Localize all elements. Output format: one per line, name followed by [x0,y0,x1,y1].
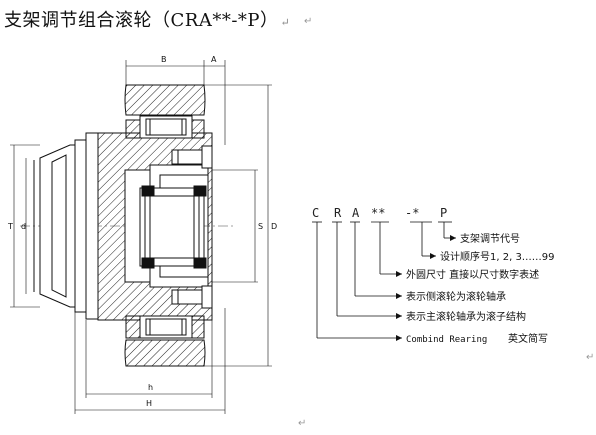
outer-roller-bottom [124,315,206,367]
side-roller [139,185,207,269]
adjust-bolts [171,145,213,309]
code-stars: ** [371,206,385,220]
arrowheads [396,235,456,341]
return-mark-2: ↵ [586,352,595,363]
code-dash-star: -* [405,206,419,220]
return-mark: ↵ [280,16,291,29]
page-title: 支架调节组合滚轮（CRA**-*P）↵ [4,6,290,32]
dimension-lines [10,60,272,414]
legend-p: 支架调节代号 [460,233,520,245]
dim-H: H [146,399,152,408]
outer-roller-top [124,84,206,139]
title-text: 支架调节组合滚轮（CRA**-*P） [4,10,279,31]
leader-lines [312,221,456,339]
dim-d: d [21,222,26,231]
dim-B: B [161,55,167,64]
legend-r: 表示主滚轮轴承为滚子结构 [406,310,526,323]
code-R: R [334,206,342,220]
legend-od: 外圆尺寸 直接以尺寸数字表述 [406,268,539,281]
dim-T: T [7,222,13,231]
legend-c-cn: 英文简写 [508,332,548,345]
code-A: A [352,206,360,220]
dim-D: D [271,222,277,231]
legend-a: 表示侧滚轮为滚轮轴承 [406,290,506,303]
dim-h: h [148,383,153,392]
return-mark-3: ↵ [298,418,307,429]
left-flange [33,144,76,308]
code-P: P [440,206,447,220]
dim-S: S [258,222,263,231]
return-mark-1: ↵ [304,16,313,27]
legend-seq: 设计顺序号1, 2, 3……99 [440,250,555,263]
code-C: C [312,206,319,220]
dim-A: A [211,55,217,64]
legend-c-en: Combind Rearing [406,335,487,345]
